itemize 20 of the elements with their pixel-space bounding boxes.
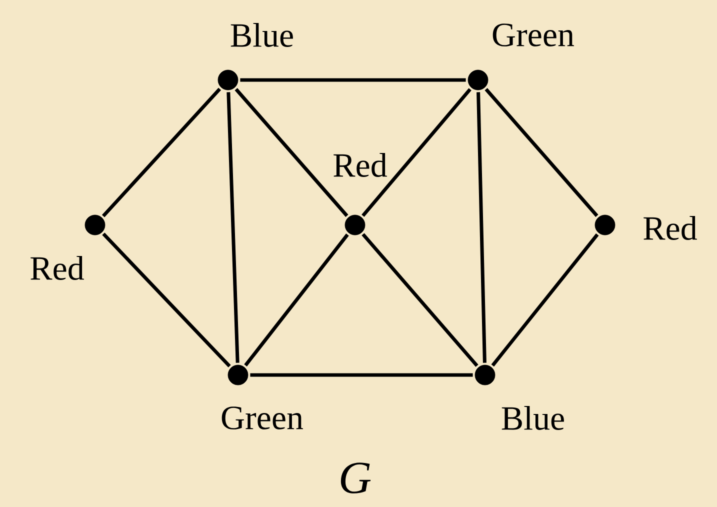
graph-edge bbox=[491, 233, 599, 367]
graph-caption: G bbox=[340, 462, 371, 494]
vertex-label: Green bbox=[222, 406, 304, 430]
graph-edge bbox=[234, 88, 348, 217]
vertex-label: Blue bbox=[502, 406, 564, 430]
graph-edge bbox=[476, 92, 486, 363]
graph-edge bbox=[362, 88, 472, 217]
graph-edge bbox=[250, 373, 473, 377]
vertex-label: Blue bbox=[230, 23, 293, 47]
graph-edge bbox=[362, 233, 478, 367]
vertex-label: Red bbox=[644, 216, 697, 240]
vertex-label: Red bbox=[334, 153, 387, 177]
graph-edge bbox=[226, 92, 240, 363]
graph-edge bbox=[102, 232, 231, 368]
vertex-label: Red bbox=[30, 256, 84, 280]
graph-edge bbox=[240, 78, 466, 82]
graph-edge bbox=[484, 88, 598, 217]
graph-edge bbox=[102, 88, 222, 218]
graph-edge bbox=[244, 234, 349, 366]
vertex-label: Green bbox=[492, 24, 574, 46]
